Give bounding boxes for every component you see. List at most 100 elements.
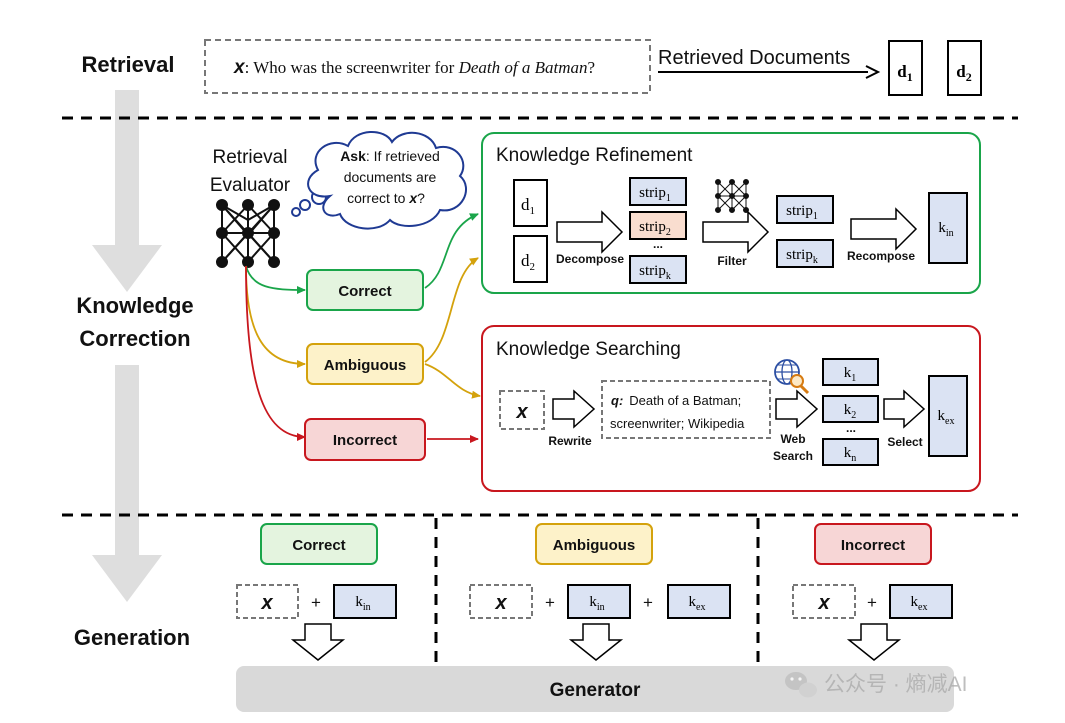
k-n bbox=[822, 438, 879, 466]
gen-correct-text: Correct bbox=[292, 537, 345, 554]
rewrite-arrow bbox=[552, 389, 596, 429]
select-label: Select bbox=[887, 435, 922, 449]
query-box bbox=[204, 39, 651, 94]
section-label-correction: Correction bbox=[79, 326, 190, 351]
svg-text:kex: kex bbox=[689, 594, 706, 613]
rewrite-label: Rewrite bbox=[548, 434, 592, 448]
k-2 bbox=[822, 395, 879, 423]
svg-text:k2: k2 bbox=[844, 402, 857, 421]
k-ex-box bbox=[928, 375, 968, 457]
svg-text:strip1: strip1 bbox=[639, 185, 671, 204]
label-correct-text: Correct bbox=[338, 283, 391, 300]
k-1 bbox=[822, 358, 879, 386]
generator-bar bbox=[236, 666, 954, 712]
section-label-generation: Generation bbox=[74, 625, 190, 650]
svg-text:stripk: stripk bbox=[639, 263, 671, 282]
knowledge-refinement-title: Knowledge Refinement bbox=[496, 145, 693, 166]
gen-ambiguous-plus-2: + bbox=[643, 593, 653, 612]
branch-incorrect bbox=[245, 265, 306, 441]
query-text: x: Who was the screenwriter for Death of… bbox=[233, 57, 595, 78]
knowledge-refinement-box bbox=[481, 132, 981, 294]
svg-text:x: x bbox=[260, 592, 273, 614]
recompose-arrow bbox=[850, 207, 918, 251]
refine-doc-d1 bbox=[513, 179, 548, 227]
gen-incorrect-x bbox=[792, 584, 856, 619]
search-x-box bbox=[499, 390, 545, 430]
filtered-strip-k bbox=[776, 239, 834, 268]
arrow-ambiguous-to-searching bbox=[424, 363, 481, 399]
thought-cloud bbox=[291, 130, 467, 230]
filtered-strip-1 bbox=[776, 195, 834, 224]
gen-incorrect-box bbox=[814, 523, 932, 565]
svg-text:k1: k1 bbox=[844, 365, 857, 384]
web-search-icon bbox=[774, 359, 810, 395]
label-incorrect-box bbox=[304, 418, 426, 461]
svg-text:d1: d1 bbox=[521, 195, 535, 217]
svg-text:kex: kex bbox=[938, 408, 955, 427]
web-search-arrow bbox=[775, 389, 819, 429]
gen-ambiguous-k-in bbox=[567, 584, 631, 619]
recompose-label: Recompose bbox=[847, 249, 915, 263]
generator-label: Generator bbox=[550, 680, 641, 701]
k-dots: ... bbox=[846, 421, 856, 435]
filter-network-icon bbox=[715, 179, 749, 213]
select-arrow bbox=[883, 389, 926, 429]
svg-text:strip1: strip1 bbox=[786, 203, 818, 222]
strip-dots: ... bbox=[653, 237, 663, 251]
gen-correct-down-arrow bbox=[290, 623, 346, 661]
arrow-correct-to-refinement bbox=[424, 213, 479, 289]
k-in-box bbox=[928, 192, 968, 264]
gen-correct-plus: + bbox=[311, 593, 321, 612]
watermark: 公众号 · 熵减AI bbox=[785, 672, 968, 698]
watermark-text: 公众号 · 熵减AI bbox=[824, 673, 968, 696]
svg-text:kin: kin bbox=[355, 594, 370, 613]
label-ambiguous-box bbox=[306, 343, 424, 385]
knowledge-searching-title: Knowledge Searching bbox=[496, 339, 681, 360]
arrow-ambiguous-to-refinement bbox=[424, 257, 479, 363]
decompose-arrow bbox=[556, 210, 624, 254]
svg-text:kin: kin bbox=[589, 594, 604, 613]
svg-text:d2: d2 bbox=[521, 251, 535, 273]
decompose-label: Decompose bbox=[556, 252, 624, 266]
svg-text:strip2: strip2 bbox=[639, 219, 671, 238]
retrieved-doc-d1 bbox=[888, 40, 923, 96]
refine-doc-d2 bbox=[513, 235, 548, 283]
svg-text:d1: d1 bbox=[897, 62, 912, 84]
evaluator-label-line2: Evaluator bbox=[210, 175, 291, 196]
strip-k bbox=[629, 255, 687, 284]
gen-ambiguous-k-ex bbox=[667, 584, 731, 619]
svg-text:x: x bbox=[494, 592, 507, 614]
q-line2: screenwriter; Wikipedia bbox=[610, 416, 745, 431]
gen-incorrect-text: Incorrect bbox=[841, 537, 905, 554]
gen-incorrect-plus: + bbox=[867, 593, 877, 612]
evaluator-label-line1: Retrieval bbox=[213, 147, 288, 168]
svg-text:kn: kn bbox=[844, 445, 857, 464]
flow-arrow-correction-to-generation bbox=[92, 365, 162, 602]
gen-ambiguous-box bbox=[535, 523, 653, 565]
svg-text:x: x bbox=[817, 592, 830, 614]
web-label: Web bbox=[780, 432, 805, 446]
svg-text:correct to x?: correct to x? bbox=[347, 190, 425, 206]
gen-incorrect-down-arrow bbox=[846, 623, 902, 661]
svg-text:stripk: stripk bbox=[786, 247, 818, 266]
gen-ambiguous-plus-1: + bbox=[545, 593, 555, 612]
gen-ambiguous-x bbox=[469, 584, 533, 619]
gen-ambiguous-text: Ambiguous bbox=[553, 537, 636, 554]
filter-arrow bbox=[702, 210, 770, 254]
label-correct-box bbox=[306, 269, 424, 311]
q-label: q: bbox=[611, 393, 623, 408]
retrieved-documents-label: Retrieved Documents bbox=[658, 47, 850, 69]
svg-text:kex: kex bbox=[911, 594, 928, 613]
svg-text:d2: d2 bbox=[956, 62, 971, 84]
section-label-retrieval: Retrieval bbox=[82, 52, 175, 77]
label-ambiguous-text: Ambiguous bbox=[324, 357, 407, 374]
branch-correct bbox=[245, 265, 306, 294]
svg-text:kin: kin bbox=[938, 220, 953, 239]
strip-1 bbox=[629, 177, 687, 206]
gen-incorrect-k-ex bbox=[889, 584, 953, 619]
ask-line2: documents are bbox=[344, 169, 437, 185]
gen-correct-k-in bbox=[333, 584, 397, 619]
svg-text:q:Death of a Batman;: q:Death of a Batman; bbox=[611, 393, 741, 408]
svg-text:Ask: If retrieved: Ask: If retrieved bbox=[340, 148, 440, 164]
